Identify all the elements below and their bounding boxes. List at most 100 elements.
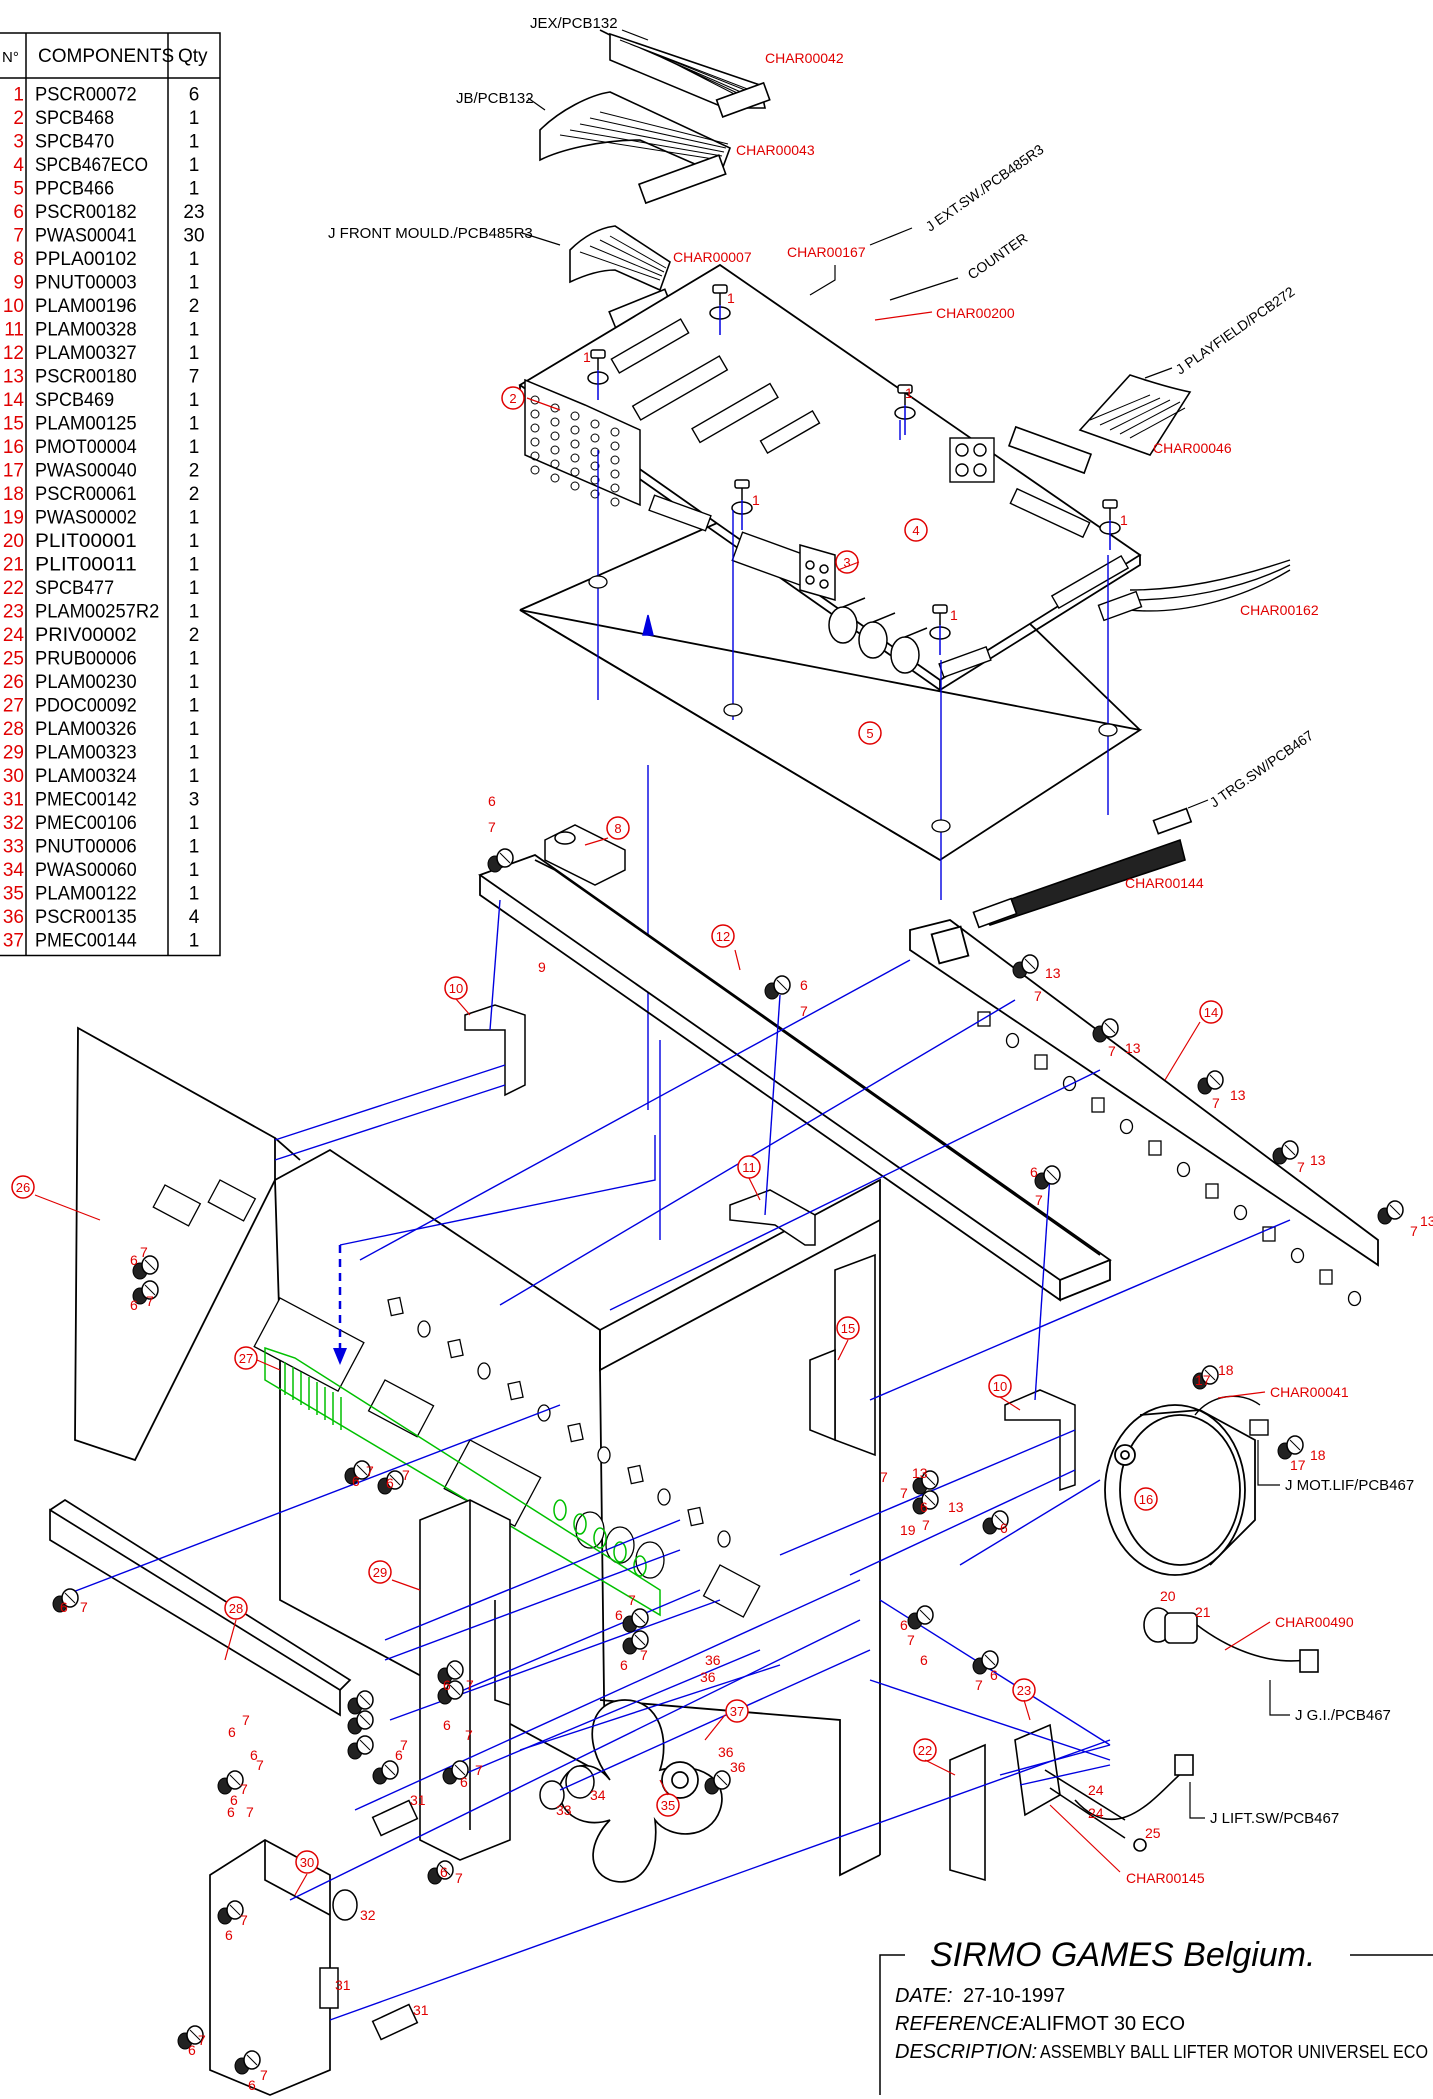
pin <box>550 473 560 483</box>
bom-row-number: 28 <box>3 719 24 740</box>
screw-slot <box>1209 1074 1221 1086</box>
chassis-hole <box>657 1488 671 1506</box>
callout-label: 7 <box>402 1467 410 1483</box>
callout-circle <box>711 924 735 948</box>
bom-header-no: N° <box>2 49 19 66</box>
bom-row-number: 5 <box>13 179 24 200</box>
bom-row-qty: 6 <box>189 85 200 106</box>
bom-row-component: PWAS00041 <box>35 226 137 247</box>
callout-label: 6 <box>443 1677 451 1693</box>
bom-row-qty: 1 <box>189 108 200 129</box>
bom-row-component: SPCB469 <box>35 390 114 411</box>
bom-row-number: 4 <box>13 155 24 176</box>
label-char42: CHAR00042 <box>765 50 844 66</box>
bom-row-component: PWAS00002 <box>35 508 137 529</box>
screw-slot <box>984 1654 996 1666</box>
callout-label: 13 <box>1045 965 1061 981</box>
callout-leader <box>837 561 860 571</box>
screw-slot <box>919 1609 931 1621</box>
bom-row-qty: 1 <box>189 719 200 740</box>
bom-row-number: 34 <box>3 860 25 881</box>
callout-number: 30 <box>300 1855 314 1870</box>
callout-number: 14 <box>1204 1005 1218 1020</box>
bom-row-component: PLAM00323 <box>35 743 137 764</box>
lamp-holder-20-21 <box>1143 1607 1319 1673</box>
bom-header-qty: Qty <box>178 46 208 67</box>
bom-row-number: 20 <box>3 531 24 552</box>
bom-row-qty: 1 <box>189 813 200 834</box>
pcb-holes <box>588 575 1118 833</box>
callout-label: 7 <box>240 1912 248 1928</box>
callout-circle <box>234 1346 258 1370</box>
callout-label: 13 <box>948 1499 964 1515</box>
screw-slot <box>144 1284 156 1296</box>
date-label: DATE: <box>895 1985 952 2007</box>
bom-row-number: 19 <box>3 508 24 529</box>
bom-row-number: 6 <box>13 202 24 223</box>
callout-number: 22 <box>918 1743 932 1758</box>
callout-number: 11 <box>742 1160 756 1175</box>
screw-slot <box>1289 1439 1301 1451</box>
callout-label: 36 <box>705 1652 721 1668</box>
screw-slot <box>359 1714 371 1726</box>
pcb-connectors <box>610 318 1130 679</box>
bom-row-number: 15 <box>3 414 24 435</box>
bom-row-qty: 4 <box>189 907 200 928</box>
back-panel-26 <box>74 1026 301 1462</box>
callout-label: 7 <box>800 1003 808 1019</box>
screw-head <box>734 479 750 489</box>
callout-leader <box>391 1579 421 1591</box>
motor-16 <box>1104 1404 1256 1576</box>
callout-label: 24 <box>1088 1782 1104 1798</box>
pcb-daughter-board-3 <box>799 544 836 601</box>
callout-label: 6 <box>188 2042 196 2058</box>
washer-32-nut-33-34 <box>332 1765 595 1921</box>
chassis-hole <box>567 1422 584 1443</box>
bom-row-component: PDOC00092 <box>35 696 137 717</box>
decal-lamp <box>573 1513 587 1535</box>
label-jgi: J G.I./PCB467 <box>1295 1707 1391 1724</box>
decal-lamp <box>633 1555 647 1577</box>
part-8-block <box>544 824 626 886</box>
callout-label: 7 <box>640 1647 648 1663</box>
bom-row-qty: 1 <box>189 860 200 881</box>
bom-row-qty: 2 <box>189 461 200 482</box>
label-char490: CHAR00490 <box>1275 1614 1354 1630</box>
callout-label: 7 <box>1212 1095 1220 1111</box>
side-bracket-15 <box>809 1253 876 1457</box>
callout-label: 7 <box>475 1762 483 1778</box>
callout-label: 13 <box>1420 1213 1433 1229</box>
callout-label: 6 <box>395 1747 403 1763</box>
label-char200: CHAR00200 <box>936 305 1015 321</box>
screw-slot <box>384 1764 396 1776</box>
pin <box>610 455 620 465</box>
chassis-round-hole <box>635 1541 665 1579</box>
bom-row-component: PNUT00003 <box>35 273 137 294</box>
callout-number: 2 <box>509 391 516 406</box>
callout-label: 7 <box>1297 1159 1305 1175</box>
callout-circle <box>501 386 525 410</box>
screw-slot <box>229 1904 241 1916</box>
bom-row-component: PPCB466 <box>35 179 114 200</box>
bom-row-qty: 1 <box>189 555 200 576</box>
callout-label: 1 <box>905 385 913 401</box>
pcb-daughter-board-2 <box>524 378 641 507</box>
callout-label: 33 <box>556 1802 572 1818</box>
callout-label: 13 <box>1125 1040 1141 1056</box>
bom-row-component: PRIV00002 <box>35 625 137 646</box>
bom-row-component: PMEC00142 <box>35 790 137 811</box>
chassis-hole <box>417 1320 431 1338</box>
callout-number: 16 <box>1139 1492 1153 1507</box>
pin <box>530 423 540 433</box>
callout-label: 13 <box>1230 1087 1246 1103</box>
bom-row-qty: 1 <box>189 249 200 270</box>
pin <box>570 453 580 463</box>
pin <box>570 411 580 421</box>
bom-row-qty: 1 <box>189 273 200 294</box>
screw-slot <box>356 1464 368 1476</box>
bom-row-component: PLAM00230 <box>35 672 137 693</box>
bom-row-number: 17 <box>3 461 24 482</box>
pin <box>590 489 600 499</box>
front-plate-30 <box>209 1839 331 2096</box>
screw-slot <box>189 2029 201 2041</box>
